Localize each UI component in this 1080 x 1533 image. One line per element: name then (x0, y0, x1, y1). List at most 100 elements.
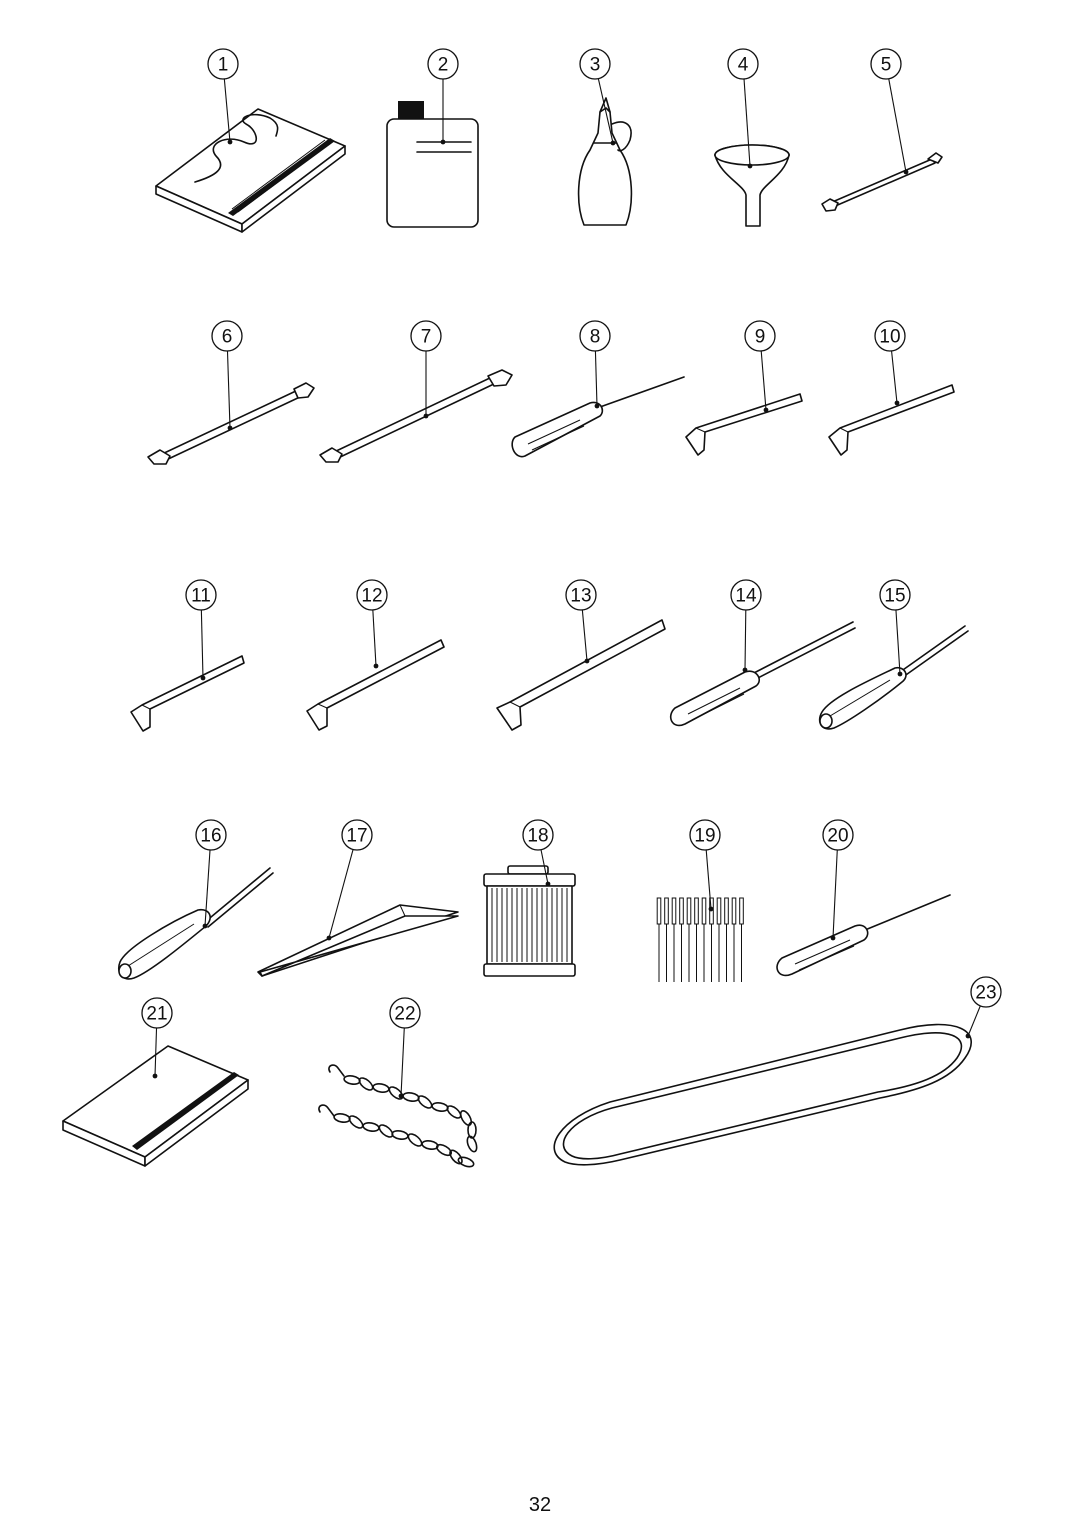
callout-circle (879, 579, 911, 611)
callout-number: 1 (218, 55, 229, 76)
needle (724, 897, 729, 982)
callout-5: 5 (870, 48, 909, 175)
callout-dot (747, 163, 753, 169)
hex-key-icon (685, 393, 803, 456)
wrench-icon (821, 152, 943, 212)
page-number: 32 (528, 1494, 552, 1516)
callout-leader (895, 609, 901, 675)
tweezers-icon (257, 904, 459, 977)
callout-leader (891, 350, 898, 404)
chain-link (362, 1122, 380, 1132)
callout-dot (545, 881, 551, 887)
callout-circle (565, 579, 597, 611)
callout-leader (832, 849, 838, 939)
callout-dot (903, 169, 909, 175)
callout-16: 16 (195, 819, 227, 929)
callout-19: 19 (689, 819, 721, 912)
callout-dot (152, 1073, 158, 1079)
chain-link (467, 1121, 477, 1139)
belt-icon (553, 1023, 972, 1166)
callout-number: 2 (438, 55, 449, 76)
callout-23: 23 (965, 976, 1002, 1039)
callout-circle (870, 48, 902, 80)
callout-dot (742, 667, 748, 673)
oil-bottle-icon (577, 97, 633, 226)
hex-key-icon (130, 655, 245, 732)
needle (739, 897, 744, 982)
screwdriver-icon (776, 894, 951, 977)
callout-leader (540, 849, 549, 885)
callout-dot (897, 671, 903, 677)
chain-link (431, 1102, 449, 1112)
callout-dot (373, 663, 379, 669)
chain-link (343, 1075, 361, 1085)
callout-10: 10 (874, 320, 906, 406)
needle (664, 897, 669, 982)
callout-circle (730, 579, 762, 611)
callout-number: 14 (735, 586, 757, 607)
needle (679, 897, 684, 982)
needle (686, 897, 692, 982)
callout-dot (965, 1033, 971, 1039)
callout-circle (356, 579, 388, 611)
screwdriver-icon (818, 625, 969, 730)
chain-link (348, 1115, 364, 1129)
screwdriver-icon (669, 621, 856, 727)
callout-number: 22 (394, 1004, 415, 1025)
callout-leader (597, 78, 614, 144)
callout-18: 18 (522, 819, 554, 887)
callout-3: 3 (579, 48, 616, 146)
callout-number: 9 (755, 327, 766, 348)
callout-4: 4 (727, 48, 759, 169)
chain-link (372, 1083, 390, 1093)
callout-2: 2 (427, 48, 459, 145)
callout-number: 21 (146, 1004, 167, 1025)
callout-circle (427, 48, 459, 80)
callout-leader (581, 609, 588, 662)
callout-leader (760, 350, 767, 411)
chain-link (378, 1124, 394, 1138)
callout-leader (154, 1027, 158, 1077)
book-icon (155, 108, 346, 233)
needle (671, 897, 677, 982)
callout-leader (744, 609, 747, 671)
funnel-icon (714, 144, 790, 227)
callout-leader (200, 609, 204, 679)
chain-link (459, 1109, 473, 1127)
callout-number: 23 (975, 983, 996, 1004)
callout-17: 17 (326, 819, 373, 941)
chain-link (417, 1095, 433, 1109)
callout-circle (689, 819, 721, 851)
callout-leader (328, 849, 354, 939)
callout-circle (970, 976, 1002, 1008)
screwdriver-icon (511, 376, 685, 458)
callout-dot (610, 140, 616, 146)
callout-leader (594, 350, 598, 407)
chain-link (421, 1140, 439, 1150)
callout-circle (822, 819, 854, 851)
callout-7: 7 (410, 320, 442, 419)
callout-circle (141, 997, 173, 1029)
chain-link (466, 1135, 478, 1153)
callout-number: 16 (200, 826, 221, 847)
hex-key-icon (828, 384, 955, 456)
callout-leader (223, 78, 231, 143)
callout-13: 13 (565, 579, 597, 664)
callout-11: 11 (185, 579, 217, 681)
callout-number: 4 (738, 55, 749, 76)
callout-dot (227, 139, 233, 145)
callout-12: 12 (356, 579, 388, 669)
screwdriver-icon (118, 867, 274, 980)
chain-link (333, 1113, 351, 1123)
callout-8: 8 (579, 320, 611, 409)
callout-number: 13 (570, 586, 591, 607)
chain-link (435, 1143, 453, 1157)
callout-number: 18 (527, 826, 548, 847)
book-icon (62, 1045, 249, 1167)
callout-dot (326, 935, 332, 941)
callout-number: 20 (827, 826, 848, 847)
needle (701, 897, 707, 982)
callout-leader (967, 1005, 981, 1037)
callout-number: 5 (881, 55, 892, 76)
